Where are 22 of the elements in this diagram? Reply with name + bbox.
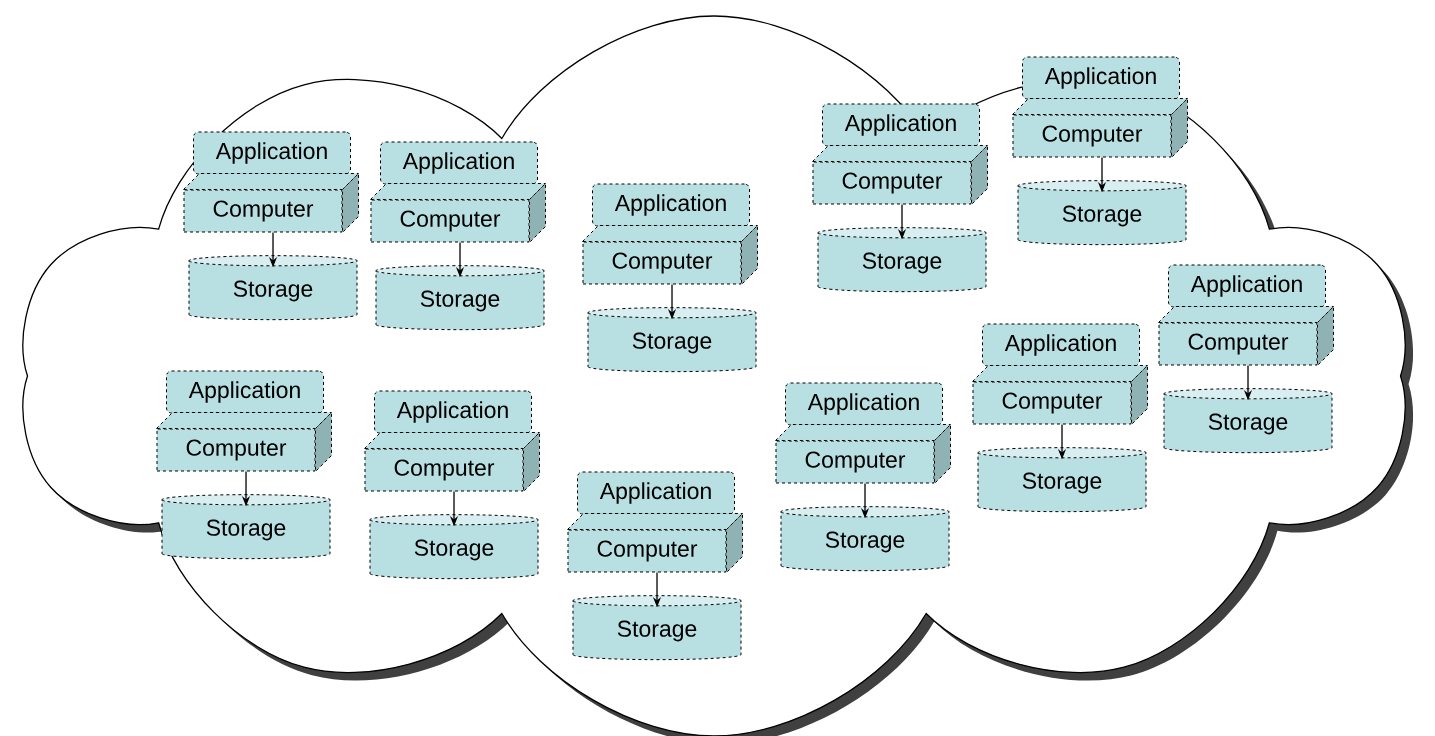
computer-box: Computer	[775, 424, 951, 484]
computer-box: Computer	[812, 145, 988, 205]
computer-box: Computer	[370, 183, 546, 243]
computer-box: Computer	[567, 513, 743, 573]
computer-box: Computer	[1012, 98, 1188, 158]
storage-cylinder: Storage	[161, 494, 331, 560]
storage-cylinder: Storage	[375, 265, 545, 331]
storage-cylinder: Storage	[587, 307, 757, 373]
computer-box: Computer	[364, 432, 540, 492]
storage-cylinder: Storage	[780, 506, 950, 572]
computer-box: Computer	[582, 225, 758, 285]
computer-box: Computer	[1158, 306, 1334, 366]
storage-cylinder: Storage	[1163, 388, 1333, 454]
computer-box: Computer	[972, 365, 1148, 425]
computer-box: Computer	[183, 173, 359, 233]
storage-cylinder: Storage	[817, 227, 987, 293]
computer-box: Computer	[156, 412, 332, 472]
storage-cylinder: Storage	[369, 514, 539, 580]
storage-cylinder: Storage	[977, 447, 1147, 513]
storage-cylinder: Storage	[1017, 180, 1187, 246]
storage-cylinder: Storage	[572, 595, 742, 661]
storage-cylinder: Storage	[188, 255, 358, 321]
